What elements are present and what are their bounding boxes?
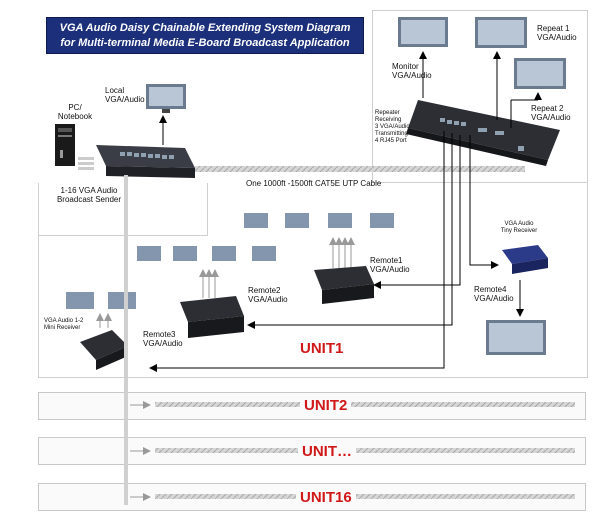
title-line-1: VGA Audio Daisy Chainable Extending Syst… bbox=[59, 22, 351, 34]
pc-label: PC/ Notebook bbox=[57, 103, 93, 121]
local-label: Local VGA/Audio bbox=[105, 86, 145, 104]
remote2-label: Remote2 VGA/Audio bbox=[248, 286, 288, 304]
tiny-receiver-label: VGA Audio Tiny Receiver bbox=[500, 221, 538, 234]
pc-tower-icon bbox=[55, 124, 75, 166]
cable-label: One 1000ft -1500ft CAT5E UTP Cable bbox=[246, 179, 382, 188]
unit1-label: UNIT1 bbox=[300, 340, 344, 357]
repeater-device bbox=[406, 100, 560, 166]
monitor-screen-icon bbox=[398, 17, 448, 47]
remote3-device bbox=[80, 330, 128, 370]
repeat2-screen-icon bbox=[514, 58, 566, 89]
unit1-frame-left bbox=[207, 183, 208, 236]
unit2-label: UNIT2 bbox=[300, 397, 352, 414]
remote3-label: Remote3 VGA/Audio bbox=[143, 330, 183, 348]
tiny-receiver-device bbox=[502, 245, 548, 274]
remote1-label: Remote1 VGA/Audio bbox=[370, 256, 410, 274]
repeat2-label: Repeat 2 VGA/Audio bbox=[531, 104, 571, 122]
remote4-screen-icon bbox=[486, 320, 546, 355]
sender-label: 1-16 VGA Audio Broadcast Sender bbox=[56, 186, 122, 204]
mini-receiver-label: VGA Audio 1-2 Mini Receiver bbox=[44, 318, 84, 331]
repeat1-label: Repeat 1 VGA/Audio bbox=[537, 24, 577, 42]
broadcast-sender-device bbox=[96, 145, 195, 178]
unit1-frame bbox=[38, 183, 588, 378]
remote1-device bbox=[314, 266, 374, 304]
unit16-label: UNIT16 bbox=[296, 489, 356, 506]
vertical-unit-cable bbox=[124, 175, 128, 505]
repeat1-screen-icon bbox=[475, 17, 527, 48]
cat5e-cable bbox=[195, 166, 525, 172]
repeater-label: Repeater Receiving 3 VGA/Audio Transmitt… bbox=[375, 110, 410, 144]
remote2-device bbox=[180, 296, 244, 338]
remote2-screens bbox=[137, 246, 276, 261]
remote4-label: Remote4 VGA/Audio bbox=[474, 285, 514, 303]
remote3-screens bbox=[66, 292, 136, 309]
unit-ellipsis-label: UNIT… bbox=[298, 443, 356, 460]
unit1-frame-top bbox=[38, 235, 208, 236]
repeater-region-frame bbox=[372, 10, 588, 183]
diagram-title: VGA Audio Daisy Chainable Extending Syst… bbox=[46, 17, 364, 54]
title-line-2: for Multi-terminal Media E-Board Broadca… bbox=[60, 37, 350, 49]
remote1-screens bbox=[244, 213, 394, 228]
monitor-label: Monitor VGA/Audio bbox=[392, 62, 432, 80]
local-monitor-icon bbox=[146, 84, 186, 113]
